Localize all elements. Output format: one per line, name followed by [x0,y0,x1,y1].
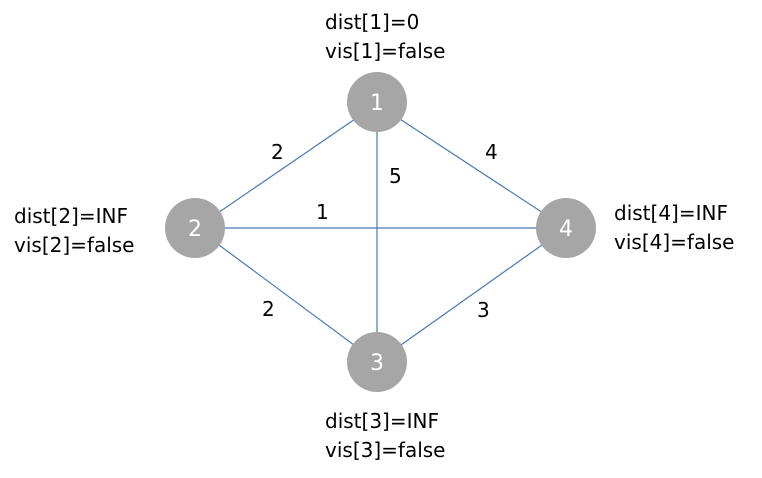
node-1-dist: dist[1]=0 [325,10,419,34]
node-1-vis: vis[1]=false [325,39,445,63]
edge-weight-2-4: 1 [316,200,329,224]
node-2: 2 [165,198,225,258]
node-4-label: 4 [559,217,573,242]
node-4: 4 [536,198,596,258]
node-4-dist: dist[4]=INF [614,201,728,225]
edge-1-2 [195,103,378,229]
edge-weight-1-4: 4 [485,140,498,164]
node-4-vis: vis[4]=false [614,230,734,254]
node-1: 1 [347,72,407,132]
node-3-dist: dist[3]=INF [325,409,439,433]
node-3: 3 [347,332,407,392]
node-2-dist: dist[2]=INF [14,204,128,228]
edge-weight-2-3: 2 [262,297,275,321]
node-2-vis: vis[2]=false [14,233,134,257]
edge-weight-3-4: 3 [477,298,490,322]
edge-weight-1-2: 2 [271,140,284,164]
node-1-label: 1 [370,91,384,116]
node-3-label: 3 [370,351,384,376]
edge-3-4 [376,227,567,363]
edge-2-3 [195,227,378,363]
node-3-vis: vis[3]=false [325,438,445,462]
edge-1-4 [376,103,567,229]
node-2-label: 2 [188,217,202,242]
edge-weight-1-3: 5 [389,164,402,188]
